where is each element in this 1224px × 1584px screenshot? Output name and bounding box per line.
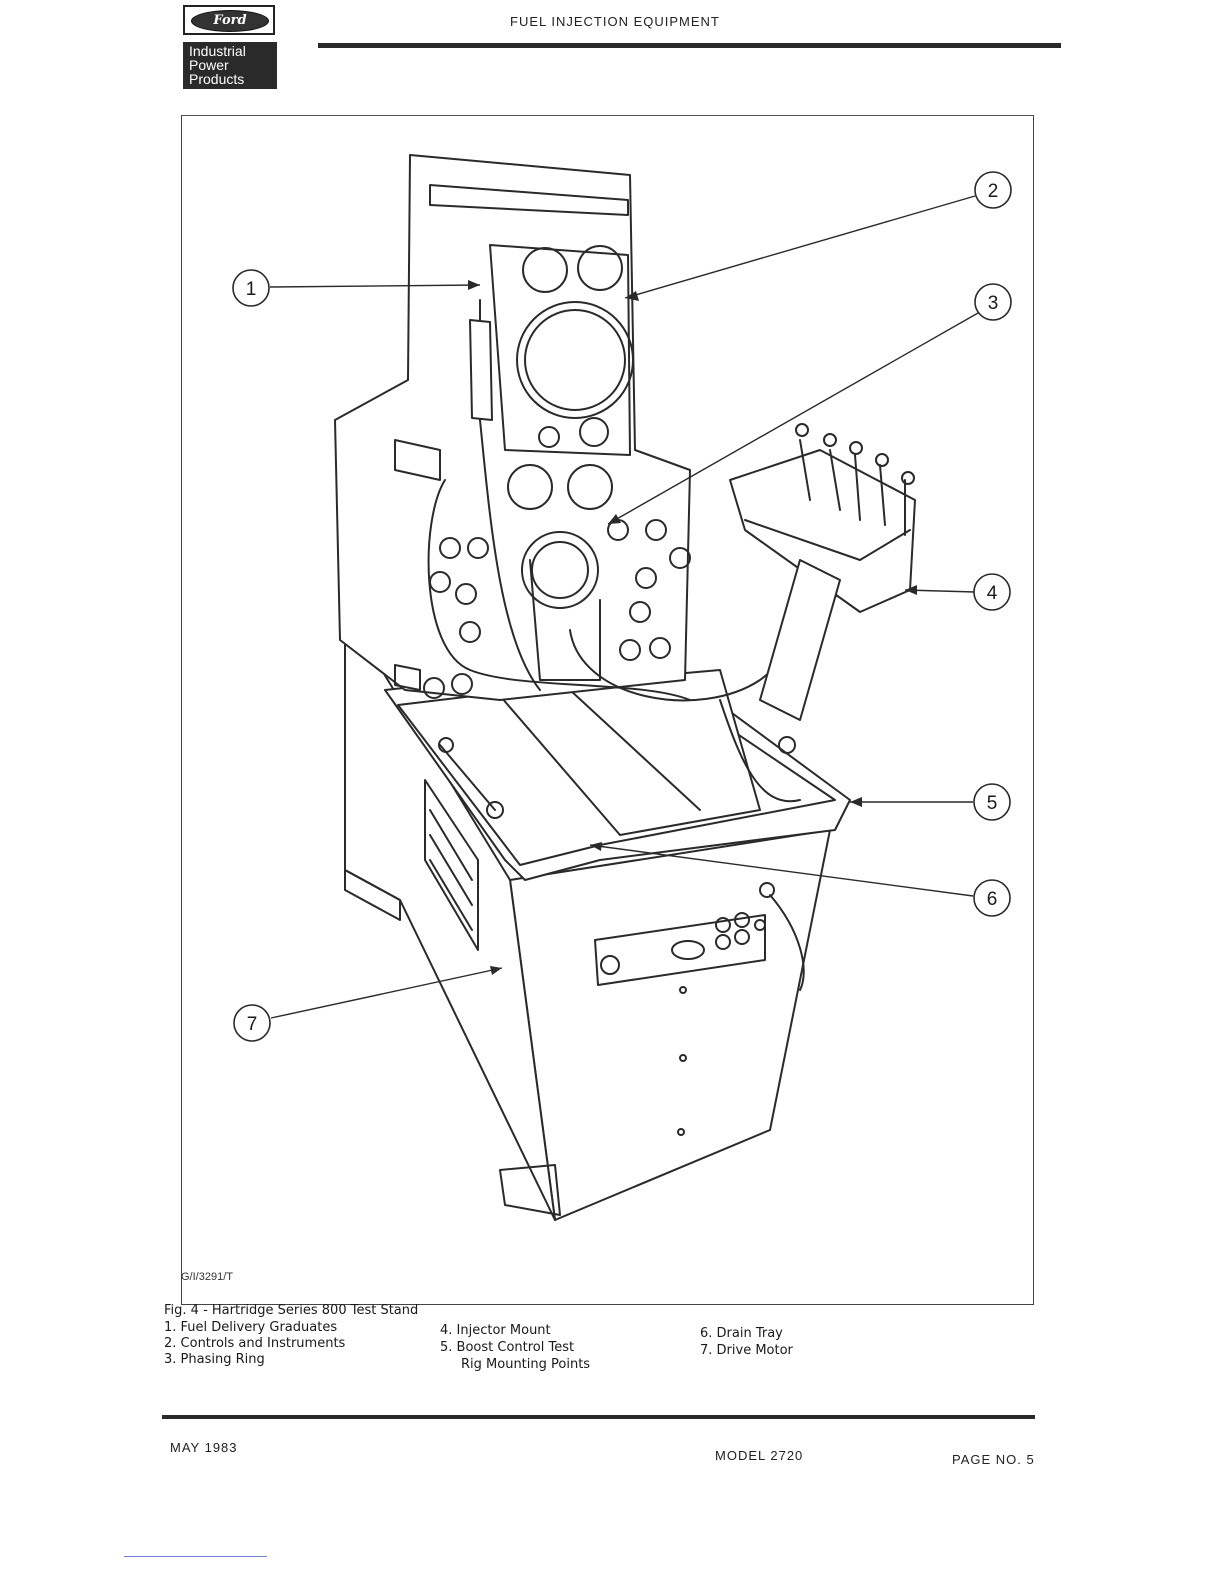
logo-line-1: Industrial — [189, 43, 246, 59]
header-rule — [318, 43, 1061, 48]
caption-item-1: 1. Fuel Delivery Graduates — [164, 1320, 338, 1335]
figure-code: G/I/3291/T — [181, 1271, 233, 1283]
footer-model: MODEL 2720 — [715, 1448, 804, 1463]
gauge-3 — [507, 464, 553, 510]
cabinet-outline — [509, 829, 831, 1221]
caption-item-5-cont: Rig Mounting Points — [461, 1357, 591, 1372]
callout-5-circle — [973, 783, 1011, 821]
injector-arm — [759, 559, 841, 721]
gauge-4 — [567, 464, 613, 510]
callout-2-circle — [974, 171, 1012, 209]
callout-4-circle — [973, 573, 1011, 611]
callout-3-label: 3 — [988, 293, 999, 314]
bottom-line — [124, 1556, 267, 1557]
gauge-2 — [577, 245, 623, 291]
ford-oval-icon: Ford — [191, 10, 269, 32]
figure-frame — [181, 115, 1034, 1305]
callout-2-label: 2 — [988, 181, 999, 202]
callout-6-label: 6 — [987, 889, 998, 910]
caption-item-6: 6. Drain Tray — [700, 1326, 783, 1341]
caption-item-5: 5. Boost Control Test — [440, 1340, 575, 1355]
callout-7-label: 7 — [247, 1014, 258, 1035]
figure-caption-title: Fig. 4 - Hartridge Series 800 Test Stand — [164, 1303, 419, 1318]
cabinet-left-side — [344, 609, 556, 1221]
callout-7-circle — [233, 1004, 271, 1042]
callout-1-circle — [232, 269, 270, 307]
callout-3-circle — [974, 283, 1012, 321]
main-dial — [516, 301, 634, 419]
logo-line-3: Products — [189, 71, 245, 87]
footer-page-number: PAGE NO. 5 — [952, 1452, 1035, 1467]
caption-item-3: 3. Phasing Ring — [164, 1352, 265, 1367]
caption-item-4: 4. Injector Mount — [440, 1323, 551, 1338]
logo-line-2: Power — [189, 57, 229, 73]
callout-5-label: 5 — [987, 793, 998, 814]
footer-date: MAY 1983 — [170, 1440, 238, 1455]
industrial-power-products-logo: Industrial Power Products — [183, 42, 277, 89]
gauge-1 — [522, 247, 568, 293]
footer-rule — [162, 1415, 1035, 1419]
ford-logo-text: Ford — [213, 13, 247, 28]
fuel-graduate — [469, 319, 493, 421]
caption-item-2: 2. Controls and Instruments — [164, 1336, 346, 1351]
page-header-title: FUEL INJECTION EQUIPMENT — [510, 14, 720, 29]
callout-6-circle — [973, 879, 1011, 917]
callout-4-label: 4 — [987, 583, 998, 604]
callout-1-label: 1 — [246, 279, 257, 300]
caption-item-7: 7. Drive Motor — [700, 1343, 793, 1358]
phasing-ring — [521, 531, 599, 609]
ford-logo: Ford — [183, 5, 275, 35]
instrument-column — [334, 154, 691, 701]
